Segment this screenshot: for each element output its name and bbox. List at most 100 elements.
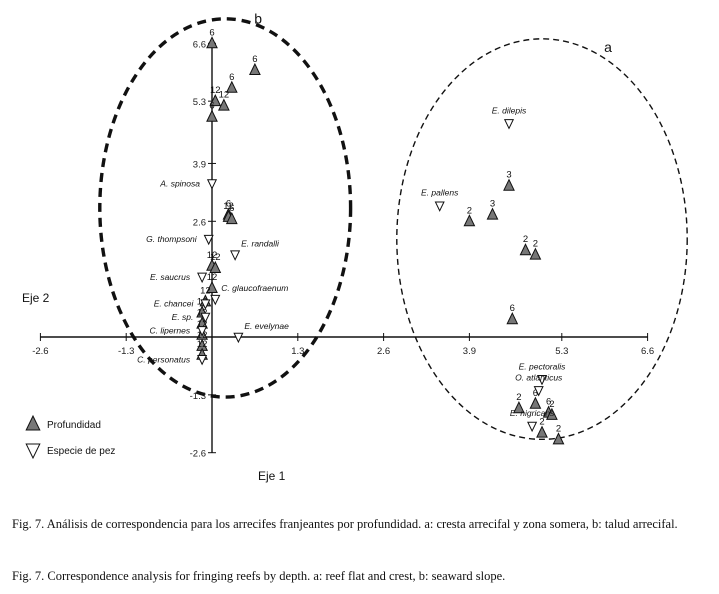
species-label: O. atlanticus <box>515 372 563 382</box>
x-tick-label: 1.3 <box>291 346 304 357</box>
legend-marker-species <box>25 443 41 460</box>
species-marker <box>197 355 208 366</box>
depth-marker <box>249 62 261 75</box>
species-marker <box>197 326 208 337</box>
depth-label: 2 <box>533 239 538 250</box>
depth-label: 12 <box>207 272 218 283</box>
species-label: C. glaucofraenum <box>221 283 288 293</box>
species-marker <box>527 421 538 433</box>
species-label: E. pectoralis <box>519 361 567 371</box>
depth-marker <box>546 407 558 420</box>
depth-marker <box>519 243 532 256</box>
depth-label: 6 <box>226 199 231 210</box>
species-marker <box>210 294 221 306</box>
depth-label: 12 <box>210 85 221 96</box>
depth-label: 3 <box>490 199 495 210</box>
species-label: E. sp. <box>172 312 194 322</box>
depth-label: 2 <box>516 392 521 403</box>
depth-marker <box>463 214 476 227</box>
y-tick-label: 2.6 <box>193 217 206 228</box>
depth-label: 12 <box>207 250 218 261</box>
depth-marker <box>209 94 222 107</box>
x-tick-label: 5.3 <box>555 346 568 357</box>
x-tick-label: -1.3 <box>118 346 134 357</box>
depth-label: 12 <box>197 319 208 330</box>
depth-marker <box>513 401 525 414</box>
y-tick-label: 3.9 <box>193 159 206 170</box>
x-tick-label: -2.6 <box>32 346 48 357</box>
species-label: E. nigricans <box>510 408 555 418</box>
species-label: C. personatus <box>137 354 191 364</box>
depth-label: 6 <box>229 203 234 214</box>
depth-label: 6 <box>546 397 551 408</box>
species-marker <box>230 250 241 261</box>
group-label-b: b <box>254 10 262 26</box>
depth-label: 6 <box>510 303 515 314</box>
depth-marker <box>529 396 542 409</box>
group-ellipse-a <box>396 38 688 441</box>
depth-label: 2 <box>539 417 544 428</box>
caption-english: Fig. 7. Correspondence analysis for frin… <box>12 569 506 583</box>
depth-label: 12 <box>197 339 208 350</box>
depth-label: 12 <box>219 90 230 101</box>
depth-marker <box>506 312 519 325</box>
depth-marker <box>552 432 565 445</box>
x-axis-label: Eje 1 <box>258 469 286 483</box>
species-label: E. dilepis <box>492 105 527 115</box>
species-marker <box>434 201 445 212</box>
depth-marker <box>217 98 230 111</box>
depth-marker <box>209 260 222 274</box>
species-marker <box>533 386 544 397</box>
depth-marker <box>503 178 515 191</box>
species-label: E. evelynae <box>244 321 289 331</box>
depth-label: 6 <box>209 27 214 38</box>
depth-marker <box>529 247 542 260</box>
y-axis-label: Eje 2 <box>22 291 50 305</box>
legend-label: Profundidad <box>47 420 101 431</box>
legend-marker-depth <box>25 414 41 431</box>
correspondence-analysis-chart: a b -2.6 -1.3 1.3 2.6 3.9 5.3 6.6 6.6 5.3 3.9 2.6 -1… <box>22 10 688 483</box>
depth-label: 6 <box>252 54 257 65</box>
y-tick-label: 5.3 <box>193 97 206 108</box>
depth-marker <box>225 80 238 93</box>
depth-marker <box>206 109 218 122</box>
species-marker <box>200 299 211 310</box>
species-marker <box>233 332 244 344</box>
depth-marker <box>206 36 218 49</box>
depth-label: 12 <box>210 252 221 263</box>
y-tick-label: 6.6 <box>193 39 206 50</box>
species-label: A. spinosa <box>159 178 200 188</box>
depth-label: 3 <box>506 170 511 181</box>
depth-label: 2 <box>467 205 472 216</box>
group-label-a: a <box>604 39 612 55</box>
species-label: E. randalli <box>241 239 280 249</box>
y-tick-label: -1.3 <box>190 391 206 402</box>
depth-label: 12 <box>223 201 234 212</box>
species-label: E. saucrus <box>150 272 191 282</box>
depth-label: 2 <box>549 399 554 410</box>
depth-label: 6 <box>229 72 234 83</box>
depth-marker <box>206 280 218 294</box>
x-tick-label: 6.6 <box>641 346 654 357</box>
x-tick-label: 2.6 <box>377 346 390 357</box>
depth-label: 12 <box>200 285 211 296</box>
depth-marker <box>225 211 238 225</box>
species-label: C. lipernes <box>149 325 190 335</box>
species-marker <box>503 119 515 130</box>
species-label: G. thompsoni <box>146 234 198 244</box>
depth-label: 2 <box>556 423 561 434</box>
legend-label: Especie de pez <box>47 446 115 457</box>
depth-marker <box>486 207 499 220</box>
y-tick-label: -2.6 <box>190 449 206 460</box>
group-ellipse-b <box>98 17 353 399</box>
species-marker <box>197 272 208 284</box>
depth-label: 2 <box>523 234 528 245</box>
species-marker <box>203 234 214 246</box>
depth-marker <box>536 425 548 438</box>
caption-spanish: Fig. 7. Análisis de correspondencia para… <box>12 517 678 531</box>
species-label: E. pallens <box>421 188 459 198</box>
species-marker <box>536 375 548 386</box>
depth-label: 6 <box>209 101 214 112</box>
x-tick-label: 3.9 <box>463 346 476 357</box>
species-label: E. chancei <box>154 299 195 309</box>
